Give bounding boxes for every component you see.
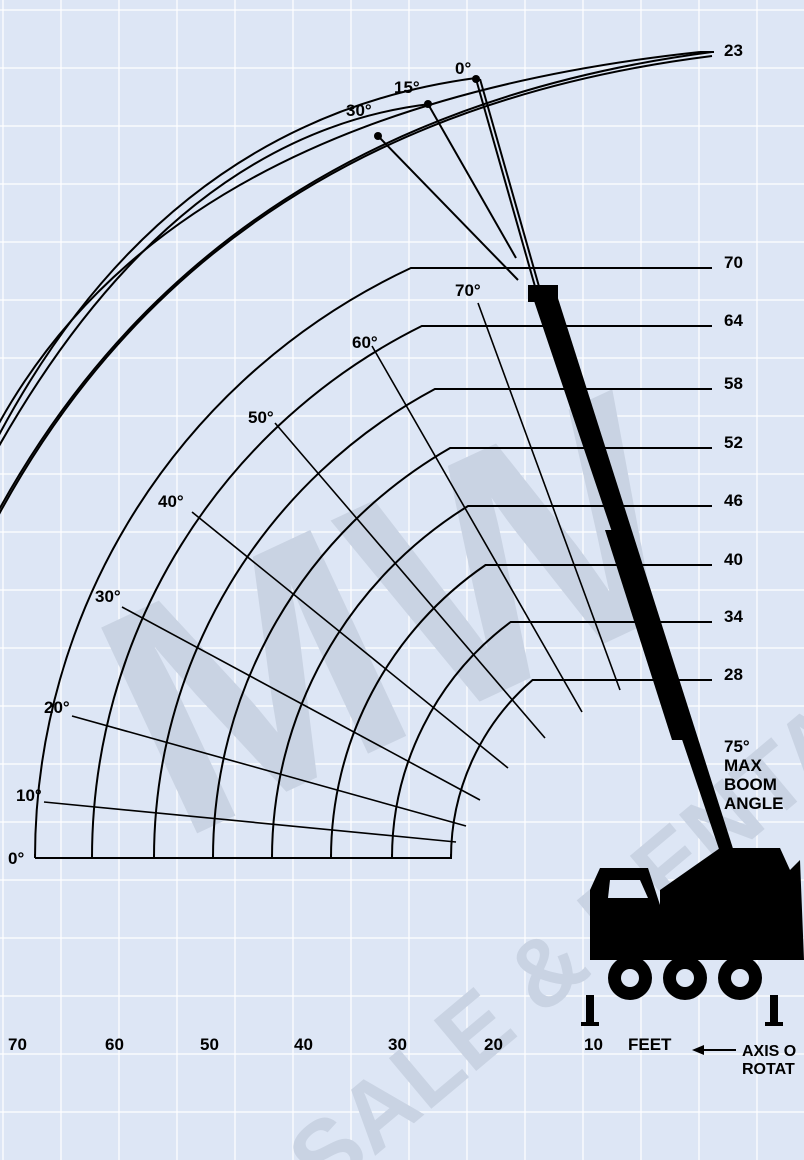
boom-length-label: 40 <box>724 550 743 569</box>
radius-tick: 10 <box>584 1035 603 1054</box>
jib-offset-label: 0° <box>455 59 471 78</box>
rear-wheel-hub <box>731 969 749 987</box>
boom-angle-line <box>371 345 583 713</box>
max-boom-line2: BOOM <box>724 775 777 794</box>
jib-tip <box>424 100 432 108</box>
jib-line-0 <box>479 78 541 291</box>
boom-angle-labels: 70° 60° 50° 40° 30° 20° 10° 0° <box>8 281 481 868</box>
boom-length-label: 52 <box>724 433 743 452</box>
boom-length-label: 64 <box>724 311 743 330</box>
crane-carrier <box>581 848 804 1026</box>
jib-arc <box>0 103 431 447</box>
boom-angle-label: 20° <box>44 698 70 717</box>
boom-angle-label: 0° <box>8 849 24 868</box>
jib-arc <box>0 77 477 436</box>
boom-angle-line <box>274 422 546 739</box>
hook-ball <box>771 910 785 924</box>
radius-tick: 50 <box>200 1035 219 1054</box>
boom-angle-line <box>121 606 481 801</box>
boom-length-label: 34 <box>724 607 743 626</box>
jib-arc <box>0 51 713 511</box>
boom-length-arcs <box>0 51 714 859</box>
boom-angle-label: 60° <box>352 333 378 352</box>
jib-arc <box>0 51 701 424</box>
boom-angle-line <box>191 511 509 769</box>
boom-length-label: 58 <box>724 374 743 393</box>
jib-offset-labels: 0° 15° 30° <box>346 59 471 120</box>
max-boom-line1: MAX <box>724 756 762 775</box>
boom-length-arc <box>271 505 712 859</box>
boom-length-arc <box>450 679 712 859</box>
jib-lines <box>374 75 541 291</box>
max-boom-angle: 75° <box>724 737 750 756</box>
boom-length-arc <box>212 447 712 859</box>
jib-tip <box>374 132 382 140</box>
boom-length-label: 46 <box>724 491 743 510</box>
jib-arc <box>0 55 713 515</box>
front-outrigger-pad <box>581 1022 599 1026</box>
cab-window <box>608 880 648 898</box>
boom-angle-label: 40° <box>158 492 184 511</box>
boom-head <box>528 285 558 302</box>
front-wheel-hub <box>621 969 639 987</box>
boom-angle-line <box>477 302 621 691</box>
boom-length-label: 70 <box>724 253 743 272</box>
middle-wheel-hub <box>676 969 694 987</box>
rear-outrigger <box>770 995 778 1023</box>
boom <box>528 285 736 858</box>
boom-length-arc <box>330 564 712 859</box>
boom-length-arc <box>391 621 712 859</box>
boom-length-arc <box>153 388 712 859</box>
carrier-body <box>590 848 804 960</box>
boom-angle-label: 10° <box>16 786 42 805</box>
axis-label-line1: AXIS O <box>742 1043 796 1060</box>
jib-line-30 <box>377 135 519 281</box>
boom-length-arc <box>91 325 712 859</box>
front-outrigger <box>586 995 594 1023</box>
boom-angle-lines <box>43 302 621 843</box>
radius-axis: 70 60 50 40 30 20 10 FEET <box>8 1035 672 1054</box>
boom-angle-label: 30° <box>95 587 121 606</box>
max-boom-line3: ANGLE <box>724 794 784 813</box>
radius-unit: FEET <box>628 1035 672 1054</box>
max-boom-angle-note: 75° MAX BOOM ANGLE <box>724 737 784 813</box>
boom-length-label: 23 <box>724 41 743 60</box>
axis-label-line2: ROTAT <box>742 1061 795 1078</box>
boom-length-arc <box>34 267 712 859</box>
boom-angle-line <box>43 801 457 843</box>
boom-length-labels: 23 70 64 58 52 46 40 34 28 <box>724 41 743 684</box>
boom-section <box>605 530 692 740</box>
rear-outrigger-pad <box>765 1022 783 1026</box>
jib-offset-label: 15° <box>394 78 420 97</box>
radius-tick: 40 <box>294 1035 313 1054</box>
jib-tip <box>472 75 480 83</box>
axis-of-rotation: AXIS O ROTAT <box>692 1043 796 1078</box>
arrow-head-icon <box>692 1045 704 1055</box>
boom-angle-label: 70° <box>455 281 481 300</box>
radius-tick: 60 <box>105 1035 124 1054</box>
radius-tick: 70 <box>8 1035 27 1054</box>
boom-angle-line <box>71 715 467 827</box>
boom-length-label: 28 <box>724 665 743 684</box>
radius-tick: 30 <box>388 1035 407 1054</box>
boom-angle-label: 50° <box>248 408 274 427</box>
radius-tick: 20 <box>484 1035 503 1054</box>
jib-line-15 <box>427 103 517 259</box>
jib-offset-label: 30° <box>346 101 372 120</box>
jib-line-0 <box>475 78 537 291</box>
